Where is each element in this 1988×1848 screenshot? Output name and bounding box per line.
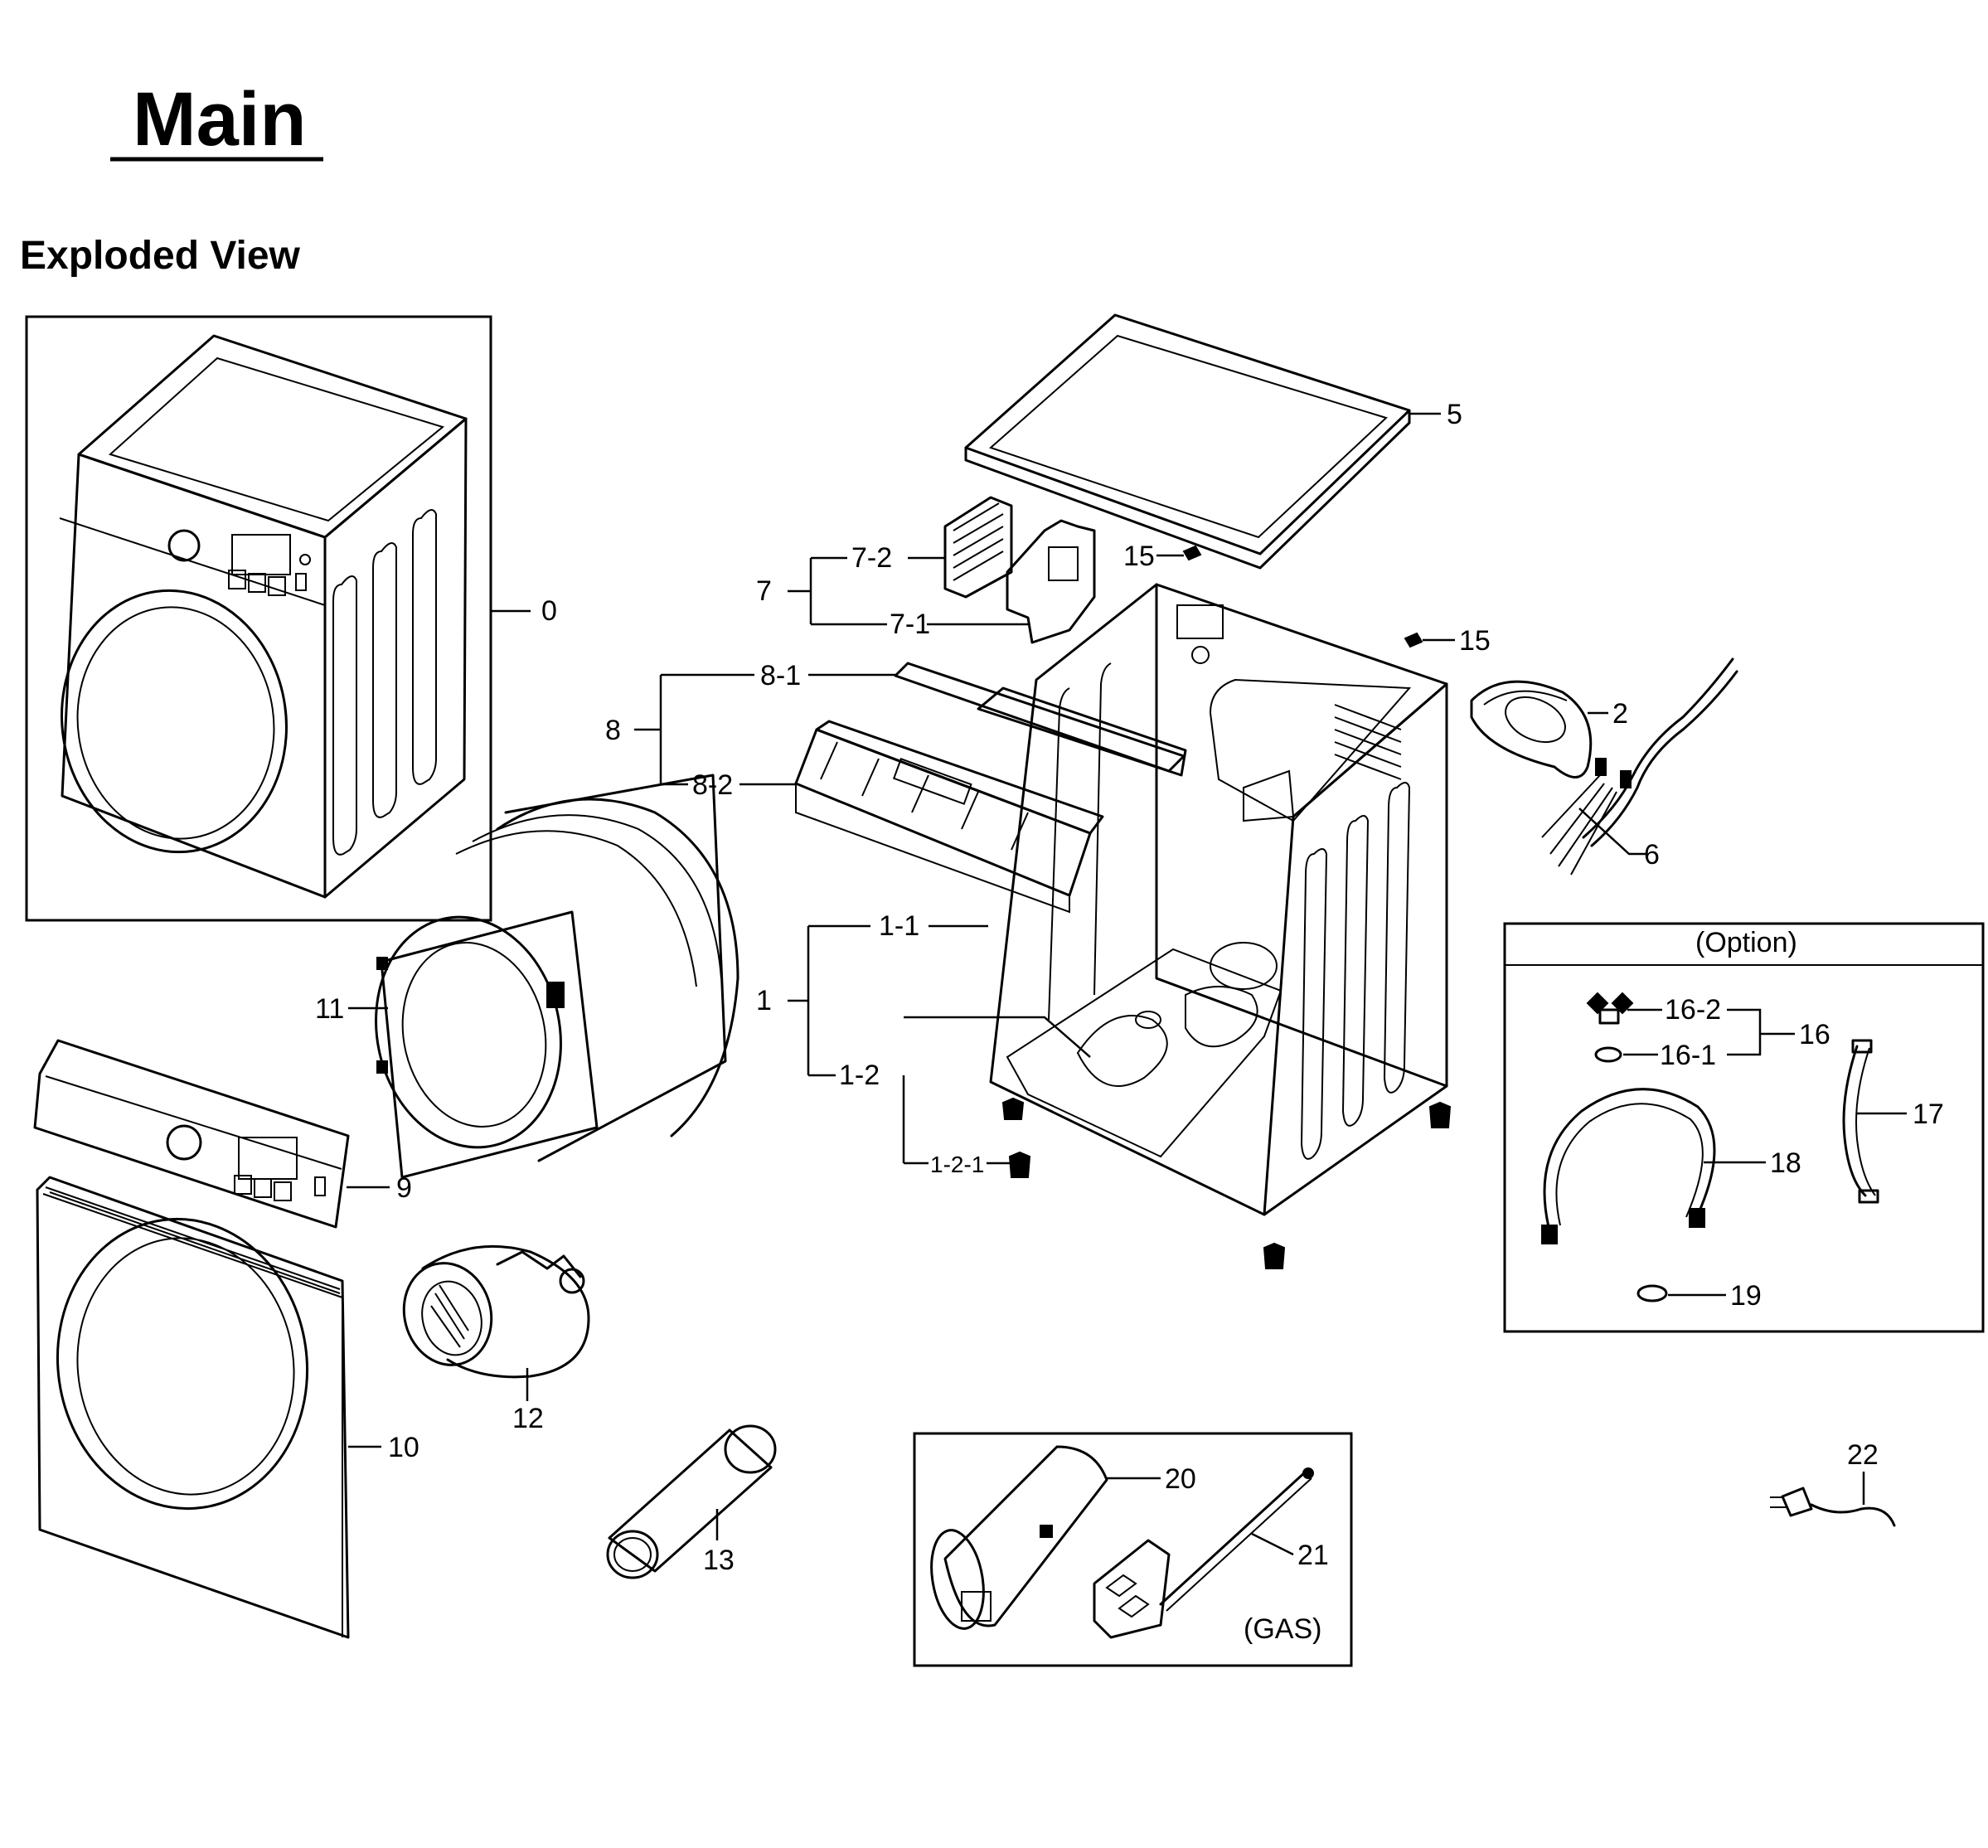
callout-22: 22 [1847, 1439, 1879, 1471]
gas-box-label: (GAS) [1244, 1613, 1321, 1645]
part-5-top-plate [964, 313, 1411, 570]
callout-8-1: 8-1 [760, 660, 801, 691]
part-0-assembled-dryer [25, 315, 492, 922]
callout-1-2: 1-2 [839, 1060, 880, 1091]
part-10-front-panel [36, 1176, 350, 1639]
part-8-1-rail [894, 662, 1186, 773]
callout-10: 10 [388, 1432, 419, 1463]
part-6-wire-harness [1541, 657, 1738, 875]
callout-1-2-1: 1-2-1 [930, 1152, 984, 1177]
callout-16-2: 16-2 [1665, 994, 1721, 1026]
part-7-2-filter [943, 496, 1013, 599]
part-11-drum [375, 774, 739, 1179]
part-18-hose [1541, 1088, 1716, 1244]
part-22-power-cord [1770, 1487, 1896, 1527]
callout-1-1: 1-1 [879, 910, 919, 942]
callout-20: 20 [1165, 1463, 1196, 1495]
part-20-burner-housing [930, 1445, 1108, 1630]
part-1-cabinet [977, 583, 1448, 1216]
callout-9: 9 [396, 1172, 412, 1204]
callout-7-2: 7-2 [851, 542, 892, 574]
callout-12: 12 [512, 1403, 544, 1434]
callout-17: 17 [1913, 1099, 1944, 1130]
part-16-1-washer [1594, 1046, 1622, 1063]
callout-16: 16 [1799, 1019, 1830, 1050]
section-title: Exploded View [20, 234, 301, 278]
part-7-1-duct [1006, 519, 1096, 644]
callout-6: 6 [1644, 839, 1660, 871]
option-box: (Option) [1503, 922, 1985, 1333]
callout-19: 19 [1730, 1280, 1762, 1312]
callout-5: 5 [1447, 399, 1462, 430]
callout-16-1: 16-1 [1660, 1040, 1716, 1071]
callout-0: 0 [541, 595, 557, 627]
callout-13: 13 [703, 1545, 735, 1576]
gas-box: (GAS) [913, 1432, 1353, 1667]
callout-21: 21 [1297, 1540, 1329, 1571]
callout-2: 2 [1612, 698, 1628, 730]
part-9-control-panel [33, 1039, 350, 1229]
part-13-exhaust-duct [606, 1424, 777, 1579]
callout-7: 7 [756, 575, 772, 607]
callout-15-b: 15 [1459, 625, 1491, 657]
page-title: Main [133, 77, 307, 162]
callout-8: 8 [605, 715, 621, 746]
callout-11: 11 [315, 993, 344, 1025]
part-8-2-control-bracket [794, 720, 1104, 914]
callout-1: 1 [756, 985, 772, 1016]
part-15-clip-b [1404, 632, 1423, 648]
part-2-rear-cover [1470, 680, 1593, 778]
part-19-washer [1636, 1284, 1668, 1302]
part-12-blower-housing [402, 1244, 590, 1379]
part-15-clip-a [1182, 545, 1202, 561]
part-1-2-1-leveling-feet [1001, 1097, 1452, 1269]
callout-7-1: 7-1 [890, 609, 930, 640]
callout-18: 18 [1770, 1147, 1801, 1179]
part-21-gas-valve [1093, 1467, 1314, 1639]
part-16-2-y-connector [1586, 992, 1634, 1025]
option-box-label: (Option) [1695, 927, 1797, 958]
part-17-short-hose [1842, 1039, 1879, 1204]
callout-15-a: 15 [1123, 541, 1155, 572]
